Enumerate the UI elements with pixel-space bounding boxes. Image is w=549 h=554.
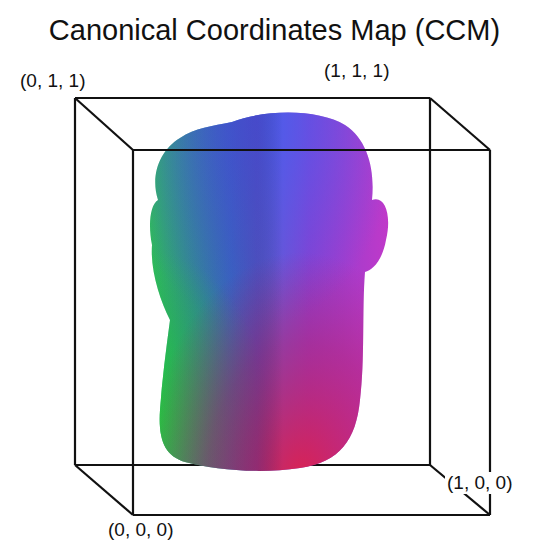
cube-front-edges (133, 150, 490, 515)
cube-edges (75, 98, 490, 515)
corner-coordinate: (0, 0, 0) (106, 519, 175, 541)
corner-coordinate: (0, 1, 1) (18, 70, 87, 92)
corner-coordinate: (1, 1, 1) (322, 60, 391, 82)
diagram-title: Canonical Coordinates Map (CCM) (49, 14, 500, 47)
head-ccm (140, 100, 400, 480)
corner-coordinate: (1, 0, 0) (445, 472, 514, 494)
